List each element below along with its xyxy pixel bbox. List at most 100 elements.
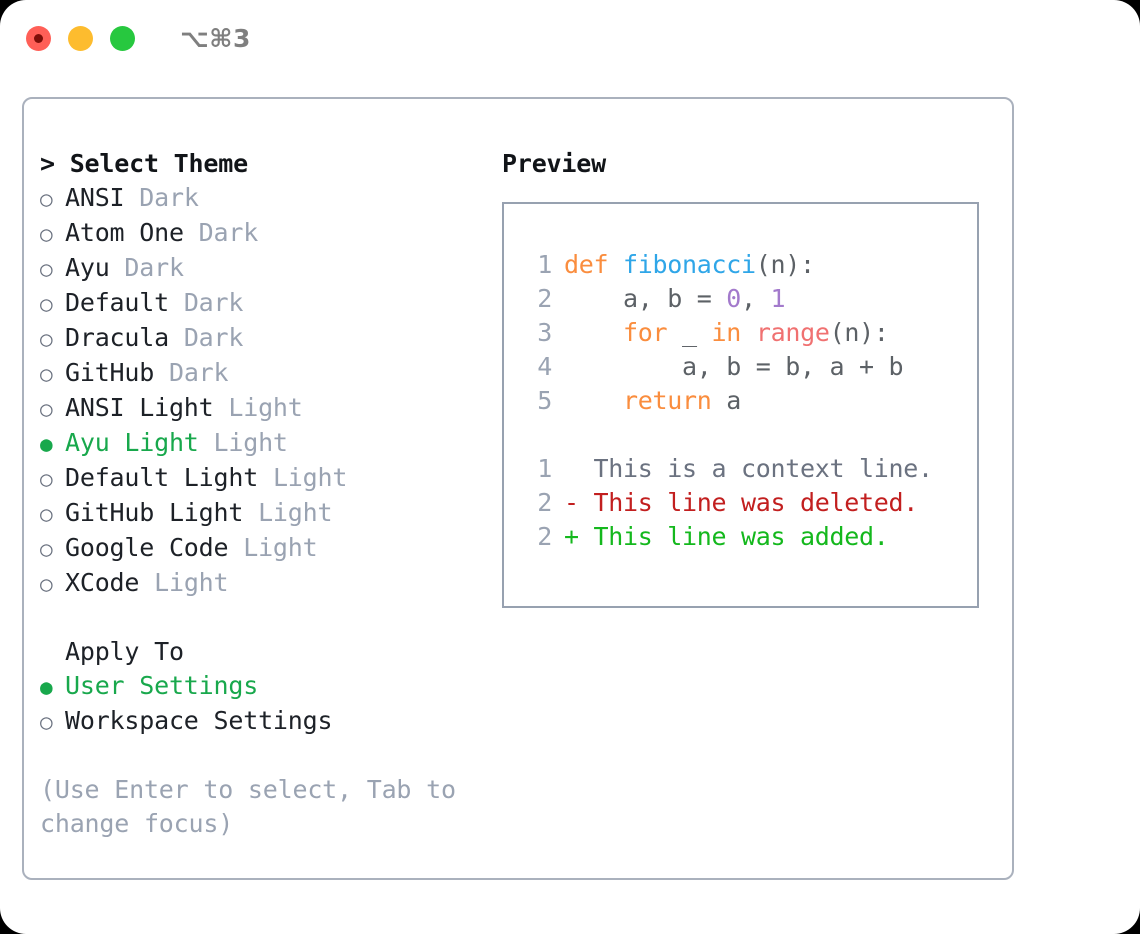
code-line: 2 a, b = 0, 1 (522, 282, 977, 316)
diff-line-add: 2 + This line was added. (522, 520, 977, 554)
theme-option-ayu[interactable]: ○ Ayu Dark (40, 251, 502, 286)
apply-to-option-user-settings[interactable]: ●User Settings (40, 669, 502, 704)
theme-option-label: Atom One (65, 218, 184, 247)
radio-unselected-icon: ○ (40, 572, 53, 596)
title-bar: ⌥⌘3 (0, 0, 1140, 76)
theme-option-label: Dracula (65, 323, 169, 352)
radio-unselected-icon: ○ (40, 292, 53, 316)
theme-option-tag: Dark (183, 288, 244, 317)
theme-option-label: XCode (65, 568, 140, 597)
diff-line-ctx: 1 This is a context line. (522, 452, 977, 486)
diff-line-number: 2 (537, 488, 552, 517)
code-line-content: a, b = 0, 1 (564, 282, 786, 316)
theme-option-tag: Dark (139, 183, 199, 212)
label-tag-gap (199, 426, 214, 460)
apply-to-option-workspace-settings[interactable]: ○ Workspace Settings (40, 704, 502, 739)
code-line: 1 def fibonacci(n): (522, 248, 977, 282)
code-token-kw: in (711, 318, 742, 347)
code-token-num: 0 (726, 284, 742, 313)
label-tag-gap (169, 321, 184, 355)
code-line: 5 return a (522, 384, 977, 418)
theme-option-tag: Light (154, 568, 229, 597)
code-diff-separator (522, 418, 977, 452)
radio-unselected-icon: ○ (40, 467, 53, 491)
diff-marker: - (564, 488, 594, 517)
label-tag-gap (184, 216, 199, 250)
theme-option-tag: Dark (124, 253, 184, 282)
theme-option-label: ANSI (65, 183, 125, 212)
theme-option-tag: Light (213, 428, 288, 457)
radio-unselected-icon: ○ (40, 397, 53, 421)
code-line-content: def fibonacci(n): (564, 248, 815, 282)
theme-option-label: ANSI Light (65, 393, 214, 422)
diff-line-number: 1 (537, 454, 552, 483)
diff-line-del: 2 - This line was deleted. (522, 486, 977, 520)
close-window-button[interactable] (26, 25, 51, 51)
radio-unselected-icon: ○ (40, 257, 53, 281)
radio-selected-icon: ● (40, 432, 53, 456)
code-token-pl (564, 386, 623, 415)
theme-option-tag: Light (272, 463, 348, 492)
code-token-pl: (n): (829, 318, 889, 347)
radio-unselected-icon: ○ (40, 502, 53, 526)
theme-option-default[interactable]: ○Default Dark (40, 286, 502, 321)
main-panel: > Select Theme ○ANSI Dark○Atom One Dark○… (22, 97, 1014, 880)
diff-marker: + (564, 522, 594, 551)
theme-option-github[interactable]: ○GitHub Dark (40, 356, 502, 391)
theme-option-atom-one[interactable]: ○ Atom One Dark (40, 216, 502, 251)
code-line: 4 a, b = b, a + b (522, 350, 977, 384)
diff-text: This line was added. (593, 522, 889, 551)
label-tag-gap (243, 496, 258, 530)
code-line-number: 4 (537, 352, 552, 381)
diff-line-content: - This line was deleted. (564, 486, 918, 520)
label-tag-gap (154, 356, 169, 390)
code-line-number: 2 (537, 284, 552, 313)
label-tag-gap (214, 391, 229, 425)
theme-option-xcode[interactable]: ○ XCode Light (40, 566, 502, 601)
apply-to-option-label: Workspace Settings (65, 706, 333, 735)
apply-to-option-label: User Settings (65, 671, 259, 700)
diff-line-number: 2 (537, 522, 552, 551)
code-token-kw: return (623, 386, 712, 415)
theme-option-google-code[interactable]: ○Google Code Light (40, 531, 502, 566)
minimize-window-button[interactable] (68, 25, 93, 51)
maximize-window-button[interactable] (110, 25, 135, 51)
theme-option-ansi[interactable]: ○ ANSI Dark (40, 181, 502, 216)
apply-to-option-list: ●User Settings ○ Workspace Settings (40, 669, 502, 739)
preview-diff-block: 1 This is a context line.2- This line wa… (522, 452, 977, 554)
code-token-pl: a, b = (564, 284, 727, 313)
code-token-pl (741, 318, 756, 347)
theme-option-label: GitHub Light (65, 498, 244, 527)
label-tag-gap (228, 531, 243, 565)
theme-option-tag: Light (258, 498, 333, 527)
theme-option-github-light[interactable]: ○ GitHub Light Light (40, 496, 502, 531)
code-token-pl (564, 318, 623, 347)
code-line-number: 1 (537, 250, 552, 279)
theme-option-default-light[interactable]: ○ Default Light Light (40, 461, 502, 496)
radio-unselected-icon: ○ (40, 710, 53, 734)
theme-option-dracula[interactable]: ○Dracula Dark (40, 321, 502, 356)
radio-unselected-icon: ○ (40, 187, 53, 211)
theme-option-ayu-light[interactable]: ●Ayu Light Light (40, 426, 502, 461)
theme-option-ansi-light[interactable]: ○ ANSI Light Light (40, 391, 502, 426)
theme-option-tag: Light (228, 393, 303, 422)
radio-unselected-icon: ○ (40, 222, 53, 246)
code-token-num: 1 (770, 284, 786, 313)
code-token-pl: a (711, 386, 742, 415)
code-token-kw: for (623, 318, 668, 347)
label-tag-gap (139, 566, 154, 600)
traffic-light-buttons (26, 25, 135, 51)
theme-option-label: Ayu (65, 253, 110, 282)
theme-option-label: GitHub (65, 358, 155, 387)
radio-unselected-icon: ○ (40, 327, 53, 351)
window-title: ⌥⌘3 (180, 23, 251, 53)
theme-selection-column: > Select Theme ○ANSI Dark○Atom One Dark○… (40, 147, 502, 841)
preview-heading: Preview (502, 149, 606, 178)
theme-option-tag: Dark (198, 218, 259, 247)
theme-option-label: Default Light (65, 463, 259, 492)
keyboard-hint-text: (Use Enter to select, Tab to change focu… (40, 775, 456, 838)
code-token-bi: range (755, 318, 830, 347)
